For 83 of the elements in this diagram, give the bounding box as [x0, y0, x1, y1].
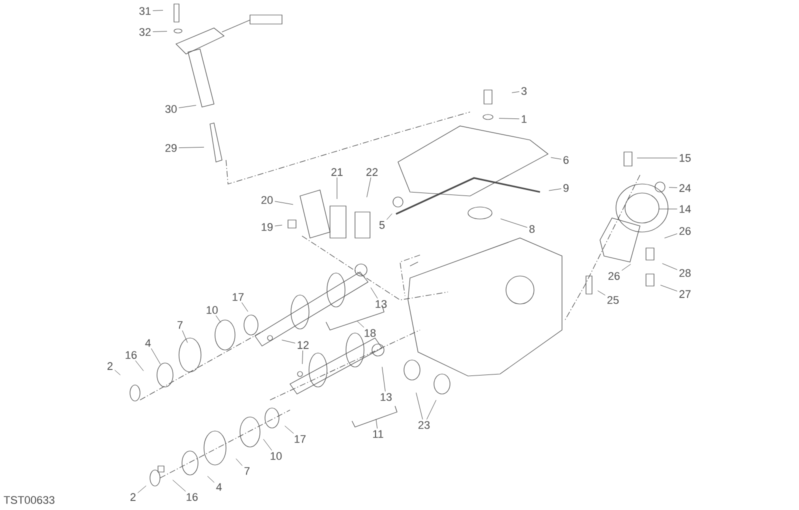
leader-line: [178, 105, 196, 108]
leader-line: [597, 290, 606, 296]
callout-number: 26: [608, 272, 620, 280]
callout-number: 12: [298, 341, 309, 349]
callout-number: 19: [262, 223, 273, 231]
leader-line: [382, 366, 386, 392]
leader-line: [284, 426, 294, 434]
callout-number: 31: [139, 7, 151, 15]
callout-number: 9: [563, 184, 569, 192]
leader-line: [512, 91, 520, 93]
callout-number: 32: [139, 28, 151, 36]
leader-line: [366, 177, 372, 198]
callout-number: 30: [165, 105, 177, 113]
callout-number: 11: [373, 430, 384, 438]
callout-number: 18: [364, 329, 376, 337]
leader-line: [664, 233, 678, 238]
leader-line: [178, 146, 204, 148]
leader-line: [114, 370, 121, 376]
leader-line: [622, 264, 631, 271]
leader-line: [660, 284, 678, 292]
callout-number: 8: [529, 225, 535, 233]
leader-line: [274, 201, 294, 205]
leader-line: [263, 438, 272, 451]
leader-line: [416, 392, 423, 420]
leader-line: [138, 486, 146, 494]
callout-number: 23: [418, 421, 430, 429]
leader-line: [548, 188, 562, 191]
callout-number: 4: [145, 339, 151, 347]
leader-line: [236, 458, 242, 466]
callout-number: 17: [232, 293, 244, 301]
callout-number: 17: [294, 435, 306, 443]
leader-line: [241, 302, 248, 312]
leader-line: [152, 31, 168, 32]
leader-line: [426, 400, 436, 420]
leader-line: [135, 360, 144, 372]
leader-line: [550, 157, 562, 160]
leader-line: [172, 480, 186, 492]
leader-line: [662, 263, 678, 270]
callout-number: 22: [366, 168, 378, 176]
leader-line: [216, 315, 222, 323]
leader-line: [498, 118, 520, 120]
callout-number: 21: [331, 168, 343, 176]
callout-number: 3: [521, 87, 527, 95]
callout-number: 15: [680, 154, 691, 162]
callout-number: 2: [130, 493, 136, 501]
leader-line: [370, 287, 378, 299]
leader-line: [356, 320, 364, 328]
callout-number: 1: [522, 115, 527, 123]
leader-line: [386, 213, 392, 220]
callout-number: 29: [165, 144, 177, 152]
leader-line: [152, 10, 164, 11]
leader-line: [668, 187, 678, 188]
callout-number: 13: [380, 393, 392, 401]
callout-number: 13: [376, 300, 387, 308]
callout-number: 25: [607, 296, 619, 304]
callout-number: 6: [564, 156, 569, 164]
leader-line: [376, 418, 378, 429]
leader-line: [274, 224, 282, 226]
callout-number: 10: [206, 306, 218, 314]
callout-number: 27: [679, 290, 691, 298]
leader-line: [658, 208, 678, 210]
callout-number: 16: [186, 493, 198, 501]
callout-number: 26: [679, 227, 691, 235]
leader-line: [150, 348, 161, 364]
leader-line: [282, 340, 296, 344]
callout-number: 4: [216, 483, 222, 491]
callout-number: 5: [379, 221, 385, 229]
callout-number: 7: [244, 467, 250, 475]
callout-number: 24: [679, 184, 691, 192]
leader-line: [302, 350, 304, 364]
callout-number: 20: [261, 196, 273, 204]
callout-number: 10: [270, 452, 282, 460]
callout-number: 16: [126, 351, 137, 359]
leader-line: [182, 330, 188, 343]
callout-number: 7: [178, 321, 183, 329]
callout-number: 2: [108, 362, 113, 370]
leader-line: [500, 218, 528, 228]
bracket: [352, 406, 398, 428]
callout-number: 28: [679, 269, 691, 277]
drawing-code: TST00633: [4, 496, 54, 504]
leader-line: [336, 177, 338, 200]
callout-number: 14: [680, 205, 691, 213]
leader-line: [207, 476, 214, 483]
